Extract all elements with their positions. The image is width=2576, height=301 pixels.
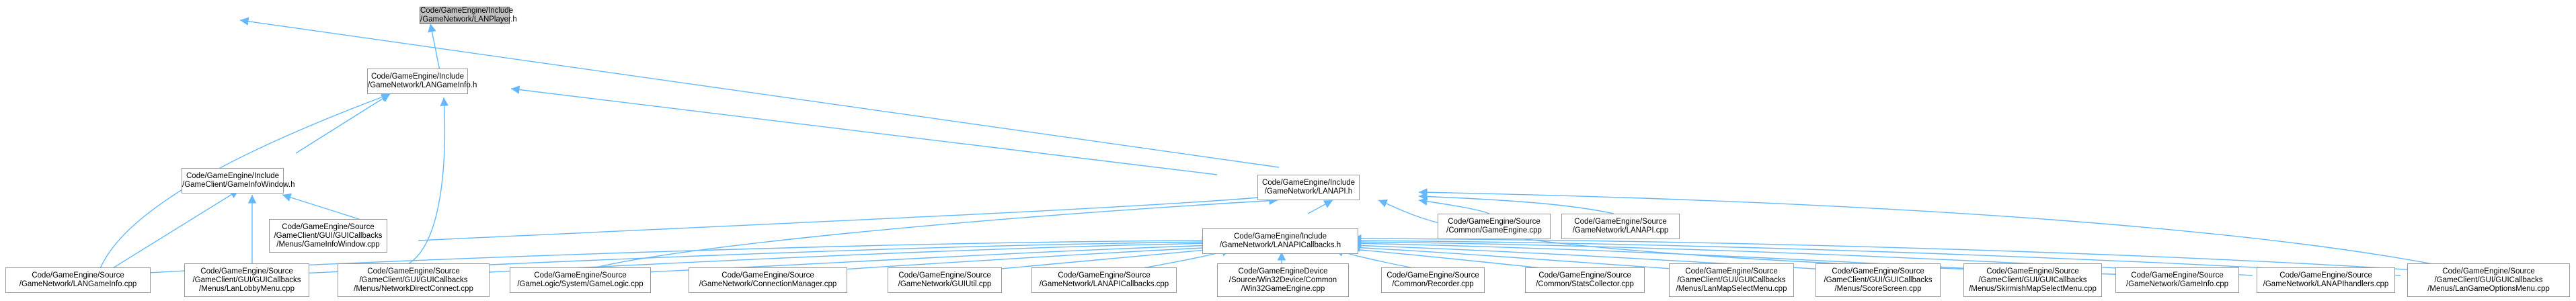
node-line: /GameClient/GUI/GUICallbacks <box>1978 275 2087 284</box>
node-line: Code/GameEngine/Include <box>370 73 465 81</box>
node-lanmapselectmenu-cpp[interactable]: Code/GameEngine/Source /GameClient/GUI/G… <box>1669 263 1794 297</box>
node-langameoptionsmenu-cpp[interactable]: Code/GameEngine/Source /GameClient/GUI/G… <box>2407 263 2570 297</box>
node-recorder-cpp[interactable]: Code/GameEngine/Source /Common/Recorder.… <box>1381 267 1485 293</box>
node-lanapi-cpp[interactable]: Code/GameEngine/Source /GameNetwork/LANA… <box>1561 214 1680 239</box>
node-line: Code/GameEngine/Include <box>1233 232 1327 241</box>
node-line: /Common/GameEngine.cpp <box>1446 226 1542 234</box>
node-lanlobbymenu-cpp[interactable]: Code/GameEngine/Source /GameClient/GUI/G… <box>184 263 309 297</box>
node-line: Code/GameEngine/Source <box>282 222 375 231</box>
node-line: /GameNetwork/LANPlayer.h <box>420 15 517 24</box>
node-line: /GameClient/GUI/GUICallbacks <box>359 275 468 284</box>
node-line: /Win32GameEngine.cpp <box>1241 284 1325 293</box>
node-win32gameengine-cpp[interactable]: Code/GameEngineDevice /Source/Win32Devic… <box>1217 263 1349 297</box>
node-line: Code/GameEngine/Source <box>1685 267 1778 275</box>
node-lanapi-h[interactable]: Code/GameEngine/Include /GameNetwork/LAN… <box>1257 175 1360 200</box>
node-line: /GameNetwork/GameInfo.cpp <box>2125 280 2229 288</box>
node-line: /GameNetwork/LANGameInfo.h <box>368 81 477 89</box>
node-gameinfo-cpp[interactable]: Code/GameEngine/Source /GameNetwork/Game… <box>2115 267 2239 293</box>
node-line: Code/GameEngine/Include <box>1261 179 1356 187</box>
edge <box>100 189 239 276</box>
edge <box>295 93 391 154</box>
node-line: /GameClient/GUI/GUICallbacks <box>1677 275 1786 284</box>
edge <box>399 97 449 268</box>
node-line: /GameNetwork/LANAPICallbacks.h <box>1219 241 1341 249</box>
node-line: Code/GameEngine/Source <box>2131 271 2224 280</box>
node-connectionmanager-cpp[interactable]: Code/GameEngine/Source /GameNetwork/Conn… <box>689 267 847 293</box>
node-line: /Menus/GameInfoWindow.cpp <box>276 240 380 249</box>
node-line: Code/GameEngine/Source <box>1058 271 1150 280</box>
node-line: Code/GameEngine/Source <box>2442 267 2535 275</box>
node-line: /GameClient/GUI/GUICallbacks <box>1824 275 1933 284</box>
edge <box>571 241 1214 276</box>
edge <box>1418 197 1490 214</box>
node-line: Code/GameEngine/Source <box>721 271 814 280</box>
node-gameinfowindow-cpp[interactable]: Code/GameEngine/Source /GameClient/GUI/G… <box>269 219 387 253</box>
node-line: /GameNetwork/LANAPIhandlers.cpp <box>2263 280 2389 288</box>
node-gamelogic-cpp[interactable]: Code/GameEngine/Source /GameLogic/System… <box>510 267 651 293</box>
node-line: /GameClient/GUI/GUICallbacks <box>192 275 301 284</box>
node-line: /Menus/LanGameOptionsMenu.cpp <box>2427 284 2550 293</box>
node-line: Code/GameEngine/Source <box>367 267 460 275</box>
node-line: /Menus/SkirmishMapSelectMenu.cpp <box>1969 284 2097 293</box>
node-line: /GameLogic/System/GameLogic.cpp <box>517 280 643 288</box>
node-line: Code/GameEngine/Source <box>1448 218 1540 226</box>
node-lanapicallbacks-h[interactable]: Code/GameEngine/Include /GameNetwork/LAN… <box>1202 228 1358 254</box>
node-langameinfo-h[interactable]: Code/GameEngine/Include /GameNetwork/LAN… <box>367 69 477 94</box>
node-line: Code/GameEngine/Source <box>534 271 627 280</box>
node-line: Code/GameEngine/Source <box>2279 271 2372 280</box>
node-line: Code/GameEngine/Source <box>1574 218 1667 226</box>
node-line: Code/GameEngine/Source <box>1387 271 1479 280</box>
edge <box>1418 192 1614 214</box>
node-line: /Menus/NetworkDirectConnect.cpp <box>354 284 473 293</box>
node-line: /GameNetwork/ConnectionManager.cpp <box>699 280 837 288</box>
node-line: /Menus/LanLobbyMenu.cpp <box>199 284 295 293</box>
node-line: Code/GameEngine/Include <box>186 172 280 180</box>
edge <box>418 192 1275 241</box>
node-line: Code/GameEngine/Source <box>1986 267 2079 275</box>
node-langameinfo-cpp[interactable]: Code/GameEngine/Source /GameNetwork/LANG… <box>5 267 151 293</box>
node-line: /GameClient/GameInfoWindow.h <box>182 181 295 189</box>
node-line: /Source/Win32Device/Common <box>1228 275 1337 284</box>
node-line: Code/GameEngine/Source <box>200 267 293 275</box>
node-common-gameengine-cpp[interactable]: Code/GameEngine/Source /Common/GameEngin… <box>1438 214 1551 239</box>
node-line: /GameNetwork/LANAPICallbacks.cpp <box>1039 280 1169 288</box>
node-line: Code/GameEngine/Source <box>898 271 991 280</box>
node-line: Code/GameEngine/Source <box>32 271 124 280</box>
node-networkdirectconnect-cpp[interactable]: Code/GameEngine/Source /GameClient/GUI/G… <box>338 263 490 297</box>
node-line: /Menus/LanMapSelectMenu.cpp <box>1676 284 1787 293</box>
edge <box>282 193 364 221</box>
node-line: /GameNetwork/LANAPI.cpp <box>1572 226 1669 234</box>
node-line: /GameNetwork/GUIUtil.cpp <box>898 280 992 288</box>
node-guiutil-cpp[interactable]: Code/GameEngine/Source /GameNetwork/GUIU… <box>888 267 1002 293</box>
node-lanapihandlers-cpp[interactable]: Code/GameEngine/Source /GameNetwork/LANA… <box>2257 267 2395 293</box>
node-line: /GameNetwork/LANAPI.h <box>1264 187 1353 196</box>
edge <box>510 85 1218 175</box>
node-line: Code/GameEngine/Include <box>420 7 514 15</box>
edge <box>1418 187 2489 276</box>
node-line: /Common/StatsCollector.cpp <box>1536 280 1634 288</box>
node-line: /GameClient/GUI/GUICallbacks <box>274 231 383 240</box>
node-lanplayer-h: Code/GameEngine/Include /GameNetwork/LAN… <box>420 7 517 24</box>
edge <box>1307 200 1333 214</box>
node-statscollector-cpp[interactable]: Code/GameEngine/Source /Common/StatsColl… <box>1525 267 1645 293</box>
edge <box>428 23 441 75</box>
node-line: /GameClient/GUI/GUICallbacks <box>2434 275 2543 284</box>
node-line: Code/GameEngine/Source <box>1538 271 1631 280</box>
edge <box>239 17 1280 168</box>
node-skirmishmapselectmenu-cpp[interactable]: Code/GameEngine/Source /GameClient/GUI/G… <box>1963 263 2102 297</box>
node-line: /GameNetwork/LANGameInfo.cpp <box>19 280 137 288</box>
node-lanapicallbacks-cpp[interactable]: Code/GameEngine/Source /GameNetwork/LANA… <box>1031 267 1177 293</box>
node-line: Code/GameEngineDevice <box>1238 267 1328 275</box>
node-line: Code/GameEngine/Source <box>1832 267 1924 275</box>
node-line: /Common/Recorder.cpp <box>1392 280 1474 288</box>
edge <box>571 196 1278 276</box>
node-line: /Menus/ScoreScreen.cpp <box>1834 284 1922 293</box>
node-gameinfowindow-h[interactable]: Code/GameEngine/Include /GameClient/Game… <box>182 168 295 194</box>
node-scorescreen-cpp[interactable]: Code/GameEngine/Source /GameClient/GUI/G… <box>1816 263 1941 297</box>
